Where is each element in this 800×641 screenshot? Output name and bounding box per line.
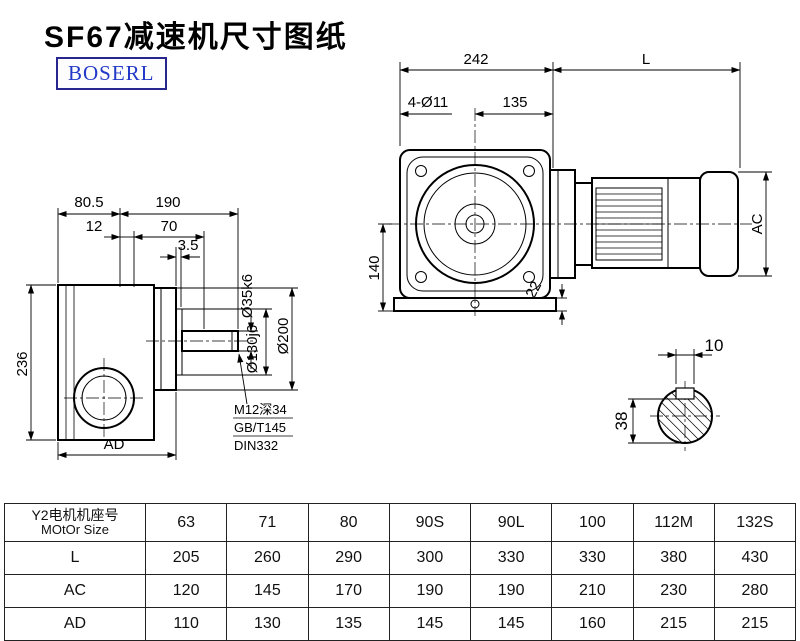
table-cell: 132S: [713, 503, 797, 542]
table-row-motor-size: Y2电机机座号 MOtOr Size 63 71 80 90S 90L 100 …: [4, 503, 797, 542]
table-cell: 145: [388, 607, 472, 641]
table-cell: 145: [469, 607, 553, 641]
dim-38-label: 38: [612, 412, 631, 431]
note-tap-hole: M12深34: [234, 402, 287, 417]
table-cell: 215: [713, 607, 797, 641]
dim-242-label: 242: [463, 51, 488, 68]
table-cell: 120: [144, 574, 228, 608]
table-cell: 112M: [632, 503, 715, 542]
dim-22-label: 22: [522, 278, 545, 301]
dim-3-5-label: 3.5: [178, 237, 199, 254]
table-cell: 380: [632, 541, 715, 575]
table-row-AD: AD 110 130 135 145 145 160 215 215: [4, 607, 797, 641]
table-cell: 160: [551, 607, 634, 641]
dim-10-label: 10: [705, 336, 724, 355]
table-cell: 230: [632, 574, 715, 608]
table-cell: 100: [551, 503, 634, 542]
dim-AC-label: AC: [749, 213, 766, 234]
boserl-logo: BOSERL: [56, 57, 167, 90]
dim-shaft-dia-label: Ø35k6: [239, 274, 256, 318]
table-cell: 110: [144, 607, 228, 641]
motor-size-label-cn: Y2电机机座号: [31, 506, 119, 523]
table-cell: 190: [469, 574, 553, 608]
table-cell: 80: [307, 503, 390, 542]
table-row-AC: AC 120 145 170 190 190 210 230 280: [4, 574, 797, 608]
table-cell: 190: [388, 574, 472, 608]
table-cell: 280: [713, 574, 797, 608]
dim-80-5-label: 80.5: [74, 194, 103, 211]
dim-bolt-holes-label: 4-Ø11: [408, 94, 449, 111]
table-cell: 210: [551, 574, 634, 608]
dimension-table: Y2电机机座号 MOtOr Size 63 71 80 90S 90L 100 …: [4, 503, 797, 641]
dim-135-label: 135: [502, 94, 527, 111]
table-cell: 330: [551, 541, 634, 575]
dim-flange-dia-label: Ø200: [275, 318, 292, 355]
dim-L-label: L: [642, 51, 650, 68]
dim-AD-label: AD: [104, 436, 125, 453]
table-cell: 260: [226, 541, 309, 575]
table-cell: 90S: [388, 503, 472, 542]
front-view-drawing: 242 L 4-Ø11 135 140 22 AC: [366, 51, 772, 325]
note-gb-standard: GB/T145: [234, 420, 286, 435]
table-cell: 205: [144, 541, 228, 575]
table-cell: 300: [388, 541, 472, 575]
table-row-header: AD: [4, 607, 146, 641]
table-cell: 135: [307, 607, 390, 641]
dim-236-label: 236: [14, 351, 31, 376]
side-view-drawing: 80.5 190 12 70 3.5 236 AD: [14, 194, 298, 460]
table-cell: 215: [632, 607, 715, 641]
table-cell: 170: [307, 574, 390, 608]
table-cell: 71: [226, 503, 309, 542]
motor-size-label-en: MOtOr Size: [41, 522, 109, 538]
table-cell: 430: [713, 541, 797, 575]
table-row-header: AC: [4, 574, 146, 608]
dim-12-label: 12: [86, 218, 103, 235]
dim-140-label: 140: [366, 255, 383, 280]
dim-spigot-dia-label: Ø130j6: [244, 325, 261, 373]
table-cell: 90L: [469, 503, 553, 542]
table-row-header: L: [4, 541, 146, 575]
table-row-header: Y2电机机座号 MOtOr Size: [4, 503, 146, 542]
technical-drawing: 242 L 4-Ø11 135 140 22 AC: [14, 51, 772, 460]
note-din-standard: DIN332: [234, 438, 278, 453]
table-cell: 145: [226, 574, 309, 608]
dim-70-label: 70: [161, 218, 178, 235]
page-title: SF67减速机尺寸图纸: [44, 21, 348, 54]
table-row-L: L 205 260 290 300 330 330 380 430: [4, 541, 797, 575]
shaft-key-section-drawing: 10 38: [612, 336, 723, 451]
dim-190-label: 190: [155, 194, 180, 211]
table-cell: 330: [469, 541, 553, 575]
table-cell: 130: [226, 607, 309, 641]
table-cell: 290: [307, 541, 390, 575]
table-cell: 63: [144, 503, 228, 542]
